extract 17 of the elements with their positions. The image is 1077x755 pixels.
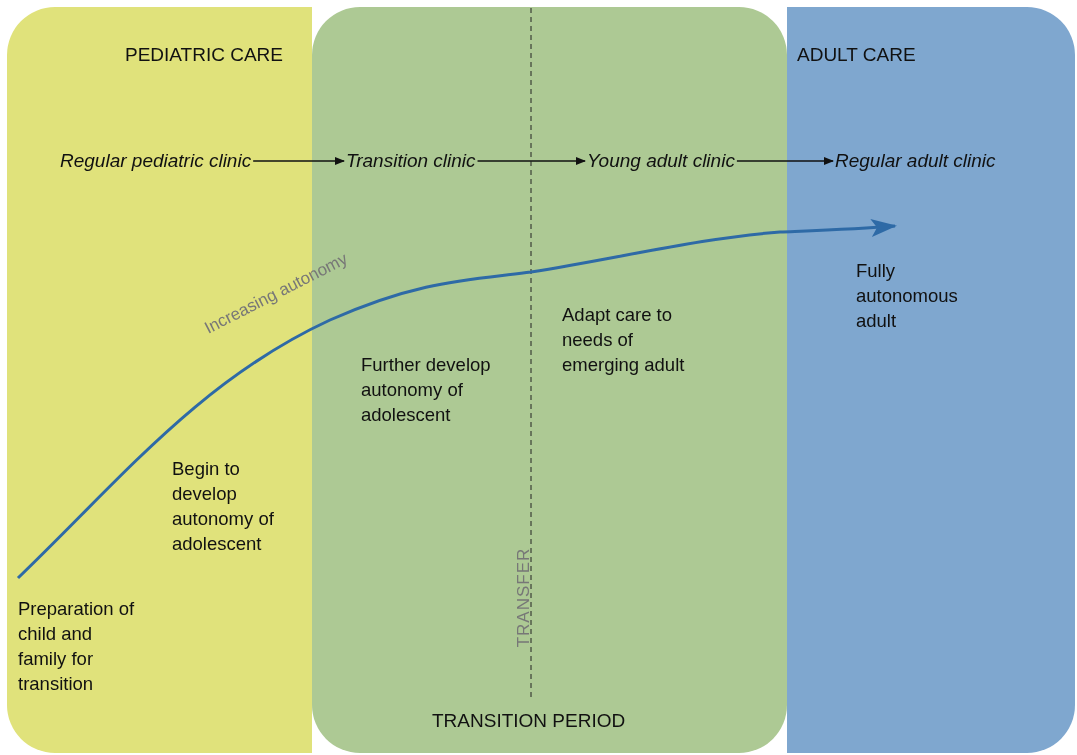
stage-description: Begin to develop autonomy of adolescent [172, 457, 275, 556]
region-heading: ADULT CARE [797, 44, 916, 66]
region-heading: PEDIATRIC CARE [125, 44, 283, 66]
adult-care-region [787, 7, 1075, 753]
stage-description: Fully autonomous adult [856, 259, 959, 333]
stage-description: Further develop autonomy of adolescent [361, 353, 491, 427]
stage-description: Adapt care to needs of emerging adult [562, 303, 686, 377]
arrow [476, 157, 586, 165]
clinic-stage-label: Regular adult clinic [835, 150, 996, 172]
arrow [736, 157, 834, 165]
arrow [252, 157, 345, 165]
clinic-stage-label: Regular pediatric clinic [60, 150, 252, 172]
region-heading: TRANSITION PERIOD [432, 710, 626, 732]
divider-label: TRANSFER [513, 547, 535, 648]
clinic-stage-label: Transition clinic [346, 150, 476, 172]
clinic-stage-label: Young adult clinic [587, 150, 735, 172]
stage-description: Preparation of child and family for transition [18, 597, 136, 696]
